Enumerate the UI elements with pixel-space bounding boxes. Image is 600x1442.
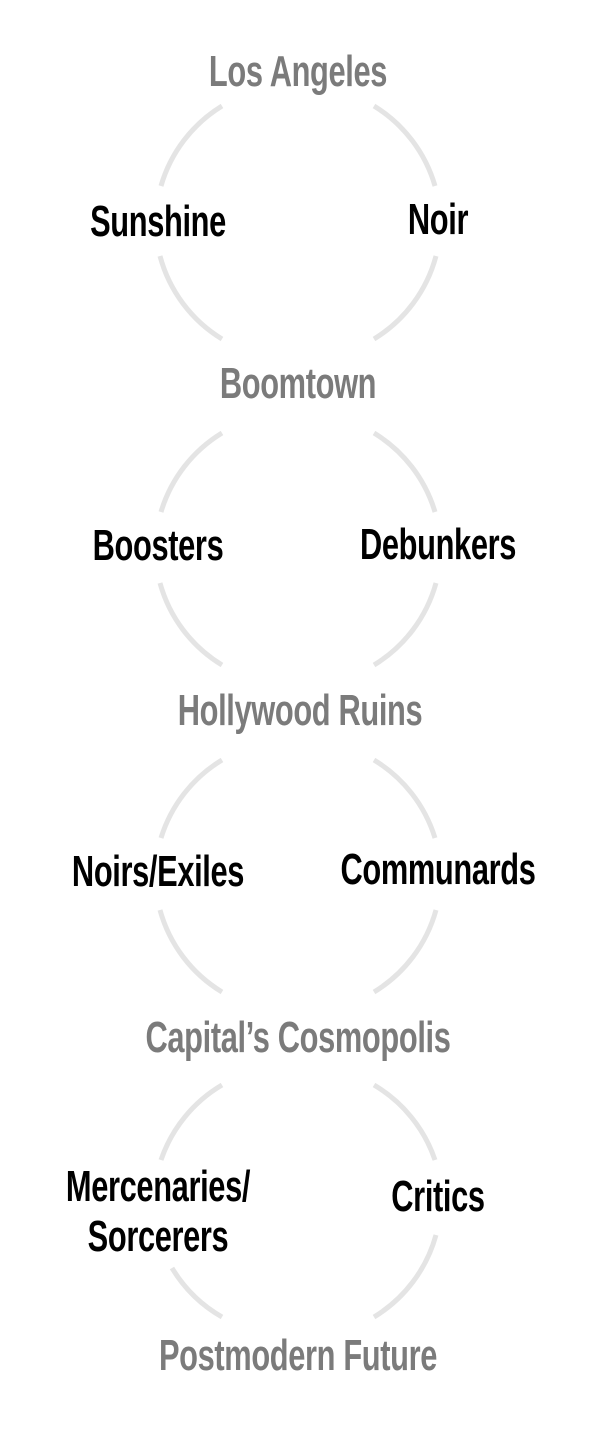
stage-los-angeles: Los Angeles (208, 47, 388, 96)
pole-sunshine: Sunshine (90, 197, 226, 246)
cycle-2-ring (157, 430, 439, 668)
stage-postmodern-future: Postmodern Future (158, 1331, 438, 1380)
stage-boomtown: Boomtown (219, 359, 377, 408)
pole-noir: Noir (407, 195, 469, 244)
cycle-1-ring (157, 103, 439, 342)
pole-noirs-exiles: Noirs/Exiles (71, 847, 245, 896)
stage-hollywood-ruins: Hollywood Ruins (177, 686, 423, 735)
pole-mercenaries: Mercenaries/ (65, 1162, 251, 1211)
cycle-4-ring (158, 1082, 439, 1320)
pole-communards: Communards (340, 845, 536, 894)
cycle-3-ring (157, 757, 439, 995)
pole-critics: Critics (391, 1172, 485, 1221)
pole-sorcerers: Sorcerers (87, 1212, 229, 1261)
pole-debunkers: Debunkers (359, 520, 517, 569)
stage-capitals-cosmopolis: Capital’s Cosmopolis (145, 1013, 451, 1062)
pole-boosters: Boosters (92, 521, 224, 570)
